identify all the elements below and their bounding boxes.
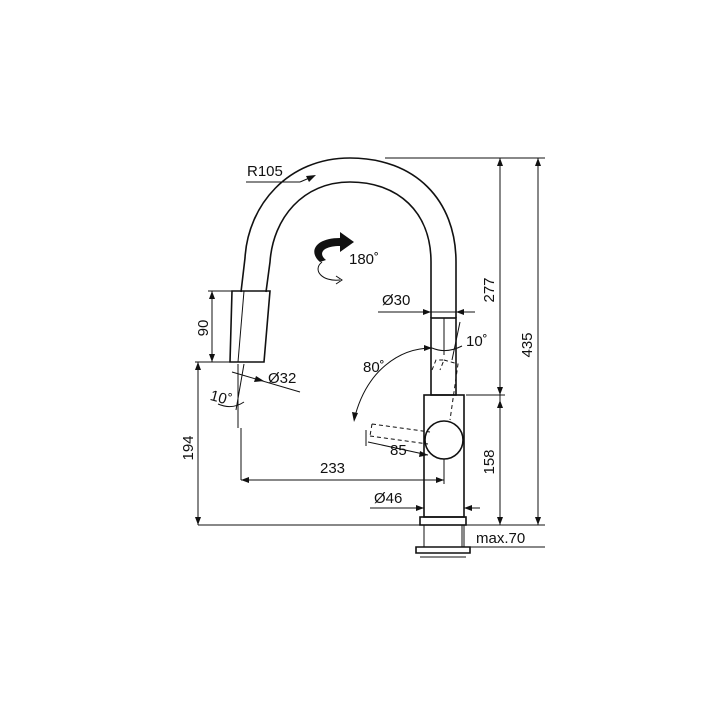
dimension-lines <box>195 157 545 548</box>
handle-length-label: 85 <box>390 442 407 459</box>
faucet-outline <box>229 157 471 558</box>
spray-length-label: 90 <box>195 320 212 337</box>
rotation-label: 180˚ <box>349 251 379 268</box>
total-height-label: 435 <box>519 332 536 357</box>
lever-positions <box>369 359 459 445</box>
upper-height-label: 277 <box>481 277 498 302</box>
deck-thickness-label: max.70 <box>476 530 525 547</box>
spray-angle-label: 10˚ <box>208 387 233 409</box>
reach-label: 233 <box>320 460 345 477</box>
handle-angle-label: 80˚ <box>363 359 385 376</box>
rotation-arrow-icon <box>314 232 354 285</box>
radius-label: R105 <box>247 163 283 180</box>
spray-diameter-label: Ø32 <box>268 370 296 387</box>
lever-height-label: 158 <box>481 449 498 474</box>
handle-angle-top-label: 10˚ <box>466 333 488 350</box>
base-diameter-label: Ø46 <box>374 490 402 507</box>
pipe-diameter-label: Ø30 <box>382 292 410 309</box>
height-to-spray-label: 194 <box>180 435 197 460</box>
